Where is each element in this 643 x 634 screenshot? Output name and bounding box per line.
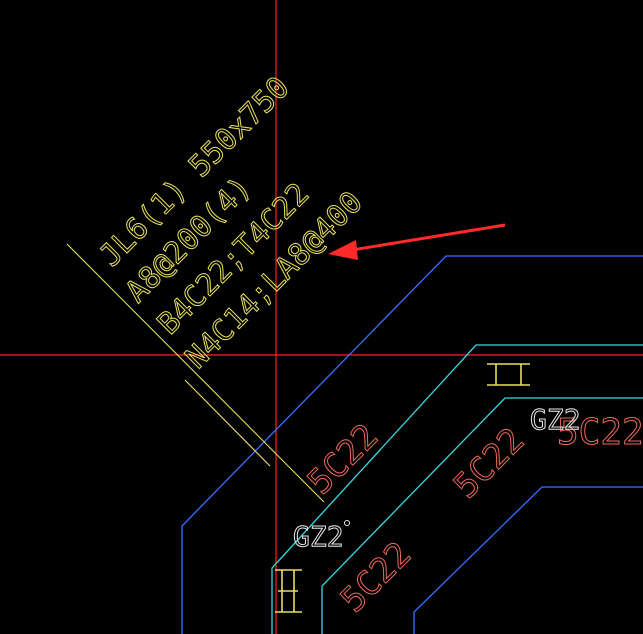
inner-blue-wall-line (413, 486, 643, 634)
rebar-label: 5C22 (333, 534, 419, 620)
rebar-label: 5C22 (446, 420, 532, 506)
i-beam-symbol-icon (487, 363, 530, 386)
beam-annotation-leader (66, 243, 325, 503)
column-label-top: GZ2 (530, 403, 581, 436)
outer-wall-line (181, 255, 643, 634)
beam-annotation: JL6(1) 550x750 A8@200(4) B4C22;T4C22 N4C… (92, 70, 370, 377)
red-arrow-icon (328, 223, 506, 260)
column-label-bottom: GZ2 (293, 520, 344, 553)
cyan-wall-inner (321, 397, 643, 634)
cyan-wall-outer (271, 344, 643, 634)
rebar-label: 5C22 (557, 412, 643, 453)
beam-annotation-leader-2 (184, 379, 271, 467)
column-label-degree-icon (344, 520, 350, 526)
i-beam-symbol-icon (275, 569, 302, 613)
